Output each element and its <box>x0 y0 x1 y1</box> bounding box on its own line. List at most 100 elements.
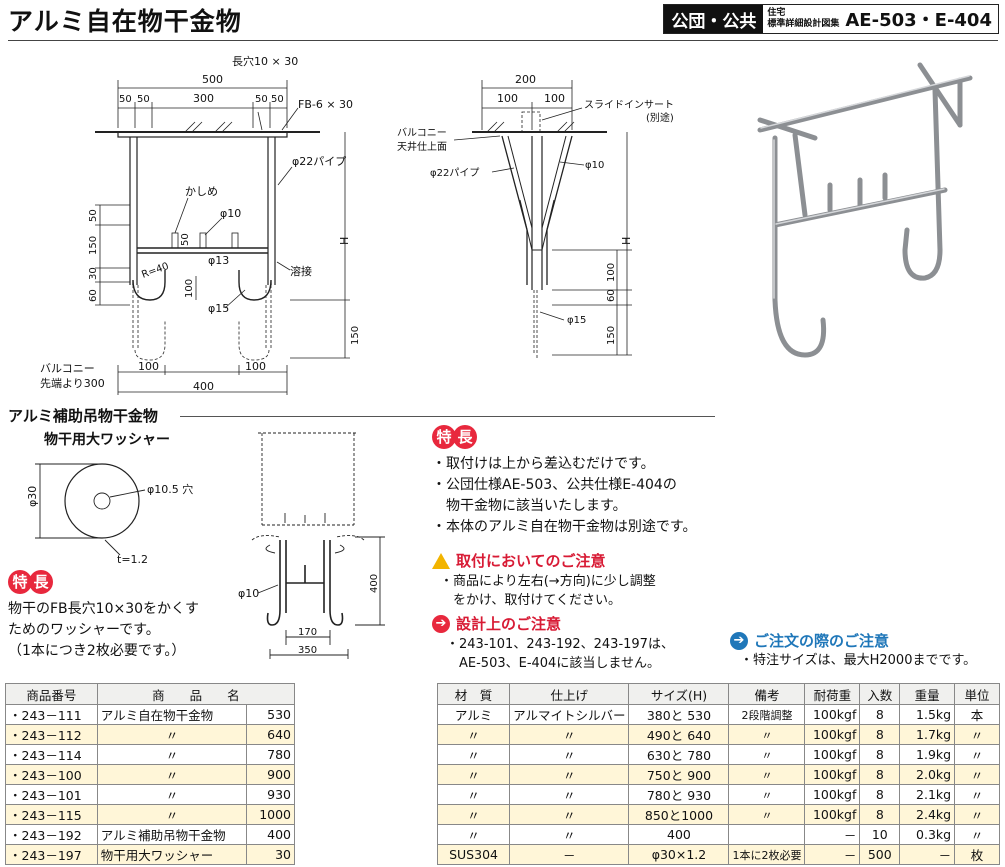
product-illustration <box>757 62 973 358</box>
ceiling-label-2: 天井仕上面 <box>397 140 447 153</box>
table-cell: 500 <box>859 844 901 865</box>
slide-insert-label: スライドインサート <box>584 99 674 111</box>
install-note-heading: 取付においてのご注意 <box>432 550 606 571</box>
side-phi15-label: φ15 <box>567 315 586 326</box>
table-cell: 780と 930 <box>628 784 730 805</box>
col-header-qty: 入数 <box>859 683 901 705</box>
order-note-text: ・特注サイズは、最大H2000までです。 <box>740 653 977 668</box>
kashime-label: かしめ <box>185 185 218 198</box>
standard-code: AE-503・E-404 <box>845 10 992 31</box>
table-cell: 8 <box>859 804 901 825</box>
col-header-unit: 単位 <box>954 683 1000 705</box>
table-cell: 〃 <box>509 804 630 825</box>
dim-300: 300 <box>193 92 214 105</box>
weld-label: 溶接 <box>290 264 312 278</box>
table-row: ・243－100〃900 <box>5 764 295 785</box>
side-pipe-label: φ22パイプ <box>430 167 479 179</box>
table-row: ・243－114〃780 <box>5 744 295 765</box>
side-view-drawing: 200 100 100 スライドインサート (別途) バルコニー 天井仕上面 φ… <box>397 73 674 360</box>
side-h-label: H <box>620 237 633 245</box>
table-cell: 2段階調整 <box>728 704 806 725</box>
phi15-label: φ15 <box>208 302 229 315</box>
table-cell: 10 <box>859 824 901 845</box>
product-table-right: 材 質 仕上げ サイズ(H) 備考 耐荷重 入数 重量 単位 アルミアルマイトシ… <box>436 683 1000 865</box>
table-cell: 〃 <box>954 744 1000 765</box>
dim-500: 500 <box>202 73 223 86</box>
table-cell: 100kgf <box>804 744 861 765</box>
table-cell: 〃 <box>954 824 1000 845</box>
table-row: ・243－112〃640 <box>5 724 295 745</box>
slot-label: 長穴10 × 30 <box>232 54 298 68</box>
table-cell: 1.9kg <box>899 744 956 765</box>
table-cell: アルミ <box>436 704 511 725</box>
table-cell: 900 <box>246 764 295 785</box>
h-label: H <box>338 237 351 245</box>
phi13-label: φ13 <box>208 254 229 267</box>
table-cell: 〃 <box>436 724 511 745</box>
balcony-label-1: バルコニー <box>40 362 95 375</box>
table-cell: 100kgf <box>804 784 861 805</box>
ceiling-label-1: バルコニー <box>397 127 447 139</box>
aux-section-rule <box>180 416 715 417</box>
table-cell: 〃 <box>509 724 630 745</box>
table-cell: 枚 <box>954 844 1000 865</box>
feature-badge-left: 特長 <box>8 570 53 594</box>
v-dim-50a: 50 <box>88 209 99 222</box>
bottom-dim-400: 400 <box>193 380 214 393</box>
table-cell: 〃 <box>509 784 630 805</box>
col-header-weight: 重量 <box>899 683 956 705</box>
table-cell: アルミ自在物干金物 <box>96 704 248 725</box>
feature-badge-right: 特長 <box>432 425 477 449</box>
table-cell: 2.0kg <box>899 764 956 785</box>
table-row: ・243－115〃1000 <box>5 804 295 825</box>
balcony-label-2: 先端より300 <box>40 377 105 390</box>
table-cell: 400 <box>628 824 730 845</box>
table-cell: 750と 900 <box>628 764 730 785</box>
aux-phi10: φ10 <box>238 587 259 600</box>
table-cell: 〃 <box>96 784 248 805</box>
table-cell: 630と 780 <box>628 744 730 765</box>
dim-50a: 50 <box>119 94 132 105</box>
table-cell: 〃 <box>96 764 248 785</box>
aux-hanger-drawing: φ10 400 170 350 <box>238 432 385 659</box>
side-v-150: 150 <box>606 326 617 345</box>
table-cell: 〃 <box>96 724 248 745</box>
design-note-text: ・243-101、243-192、243-197は、 AE-503、E-404に… <box>446 637 674 671</box>
table-cell: ・243－111 <box>5 704 98 725</box>
table-cell: 8 <box>859 764 901 785</box>
table-cell: 8 <box>859 704 901 725</box>
side-v-100: 100 <box>606 263 617 282</box>
aux-dim-400: 400 <box>369 574 380 593</box>
v-dim-150: 150 <box>88 236 99 255</box>
table-cell: アルマイトシルバー <box>509 704 630 725</box>
v-dim-50b: 50 <box>180 233 191 246</box>
col-header-finish: 仕上げ <box>509 683 630 705</box>
fb-label: FB-6 × 30 <box>298 98 353 111</box>
table-cell: 〃 <box>728 764 806 785</box>
table-cell: 1.5kg <box>899 704 956 725</box>
washer-thickness: t=1.2 <box>117 553 148 566</box>
col-header-material: 材 質 <box>436 683 511 705</box>
r40-label: R=40 <box>140 261 170 281</box>
table-cell: ・243－114 <box>5 744 98 765</box>
slide-insert-note: (別途) <box>646 111 674 124</box>
table-cell: 〃 <box>96 804 248 825</box>
washer-phi30: φ30 <box>26 486 39 507</box>
feature-text-right: ・取付けは上から差込むだけです。 ・公団仕様AE-503、公共仕様E-404の … <box>432 456 697 535</box>
table-cell: 100kgf <box>804 724 861 745</box>
table-cell: φ30×1.2 <box>628 844 730 865</box>
table-cell: SUS304 <box>436 844 511 865</box>
table-cell: 〃 <box>954 804 1000 825</box>
table-cell: 400 <box>246 824 295 845</box>
table-cell: 100kgf <box>804 704 861 725</box>
table-cell: 〃 <box>728 784 806 805</box>
table-cell: 〃 <box>728 724 806 745</box>
aux-section-heading: アルミ補助吊物干金物 <box>8 407 158 425</box>
